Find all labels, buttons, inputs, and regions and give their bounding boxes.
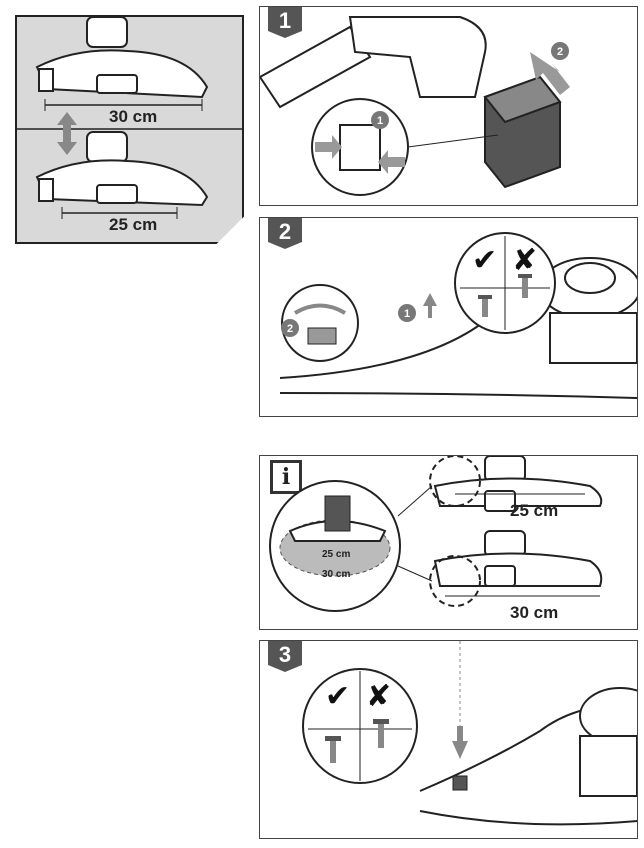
- battery-pack: [483, 75, 562, 189]
- disc-label-25cm: 25 cm: [322, 549, 351, 560]
- callout-1-text: 1: [377, 115, 383, 127]
- guard-screw: [452, 775, 468, 791]
- correct-mark-icon: ✔: [325, 679, 351, 714]
- callout-2-text: 2: [287, 323, 293, 335]
- info-panel: i 25 cm 30 cm 25 cm 30 cm: [259, 455, 638, 630]
- callout-2: [551, 42, 569, 60]
- up-arrow-icon: [423, 293, 437, 318]
- press-arrow-right-icon: [378, 150, 405, 174]
- spool-head: [579, 687, 637, 797]
- head-25cm: [433, 456, 603, 512]
- step2-panel: 2 2 1 ✔ ✘: [259, 217, 638, 417]
- step2-badge: 2: [268, 218, 302, 249]
- disc-label-30cm: 30 cm: [322, 569, 351, 580]
- screw-tighten-illustration: [302, 641, 637, 826]
- step3-panel: 3 ✔ ✘: [259, 640, 638, 839]
- height-label-top: 30 cm: [109, 107, 158, 126]
- step3-badge: 3: [268, 641, 302, 672]
- rotate-arrow-icon: [293, 303, 347, 315]
- trimmer-guard-30cm: [35, 17, 209, 99]
- width-label-25cm: 25 cm: [510, 501, 559, 520]
- callout-1-text: 1: [404, 308, 410, 320]
- remove-arrow-icon: [530, 52, 570, 95]
- callout-2-text: 2: [557, 46, 563, 58]
- overview-illustration: [17, 17, 242, 219]
- trimmer-guard-25cm: [35, 131, 209, 207]
- screw-rotate-detail: [281, 284, 359, 362]
- battery-removal-illustration: 1 2: [260, 16, 570, 196]
- correct-mark-icon: ✔: [472, 243, 498, 278]
- wrong-mark-icon: ✘: [512, 243, 538, 278]
- spool-head: [539, 257, 637, 364]
- cutting-width-illustration: [269, 456, 603, 612]
- width-label-30cm: 30 cm: [510, 603, 559, 622]
- step1-panel: 1 1 2: [259, 6, 638, 206]
- height-adjust-arrow: [57, 112, 77, 155]
- overview-panel: 30 cm 25 cm: [15, 15, 244, 244]
- down-arrow-icon: [452, 726, 468, 759]
- step1-badge: 1: [268, 7, 302, 38]
- info-badge: i: [270, 460, 302, 494]
- callout-1: [398, 304, 416, 322]
- callout-1: [371, 111, 389, 129]
- callout-2: [281, 319, 299, 337]
- head-30cm: [433, 530, 603, 587]
- guard-install-illustration: 2 1: [279, 232, 637, 399]
- press-arrow-left-icon: [315, 135, 342, 159]
- wrong-mark-icon: ✘: [366, 679, 392, 714]
- height-label-bottom: 25 cm: [109, 215, 158, 234]
